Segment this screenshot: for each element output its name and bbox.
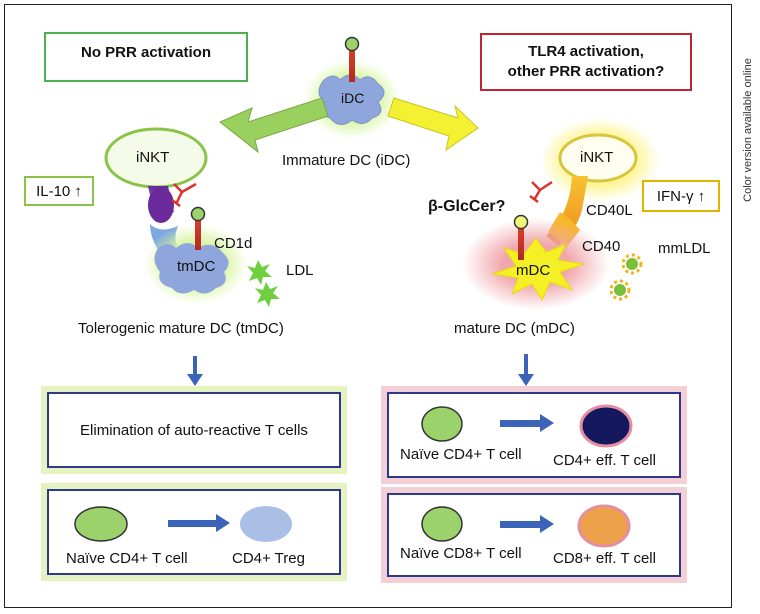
arrow-naive-to-cd8eff bbox=[500, 515, 554, 533]
cd1d-label: CD1d bbox=[214, 235, 253, 252]
naive-cd8-label: Naïve CD8+ T cell bbox=[400, 545, 522, 562]
treg-cell bbox=[240, 506, 292, 542]
cd40-label: CD40 bbox=[582, 238, 621, 255]
naive-cd4-label-right: Naïve CD4+ T cell bbox=[400, 446, 522, 463]
outcome-cd4-eff bbox=[387, 392, 681, 478]
idc-label: iDC bbox=[341, 90, 365, 106]
naive-cd8-cell bbox=[421, 506, 463, 542]
tmdc-caption: Tolerogenic mature DC (tmDC) bbox=[78, 320, 284, 337]
inkt-label-right: iNKT bbox=[580, 149, 614, 166]
down-arrow-left bbox=[187, 356, 203, 386]
treg-label: CD4+ Treg bbox=[232, 550, 305, 567]
outcome-treg bbox=[47, 489, 341, 575]
arrow-to-tolerogenic bbox=[219, 97, 329, 154]
naive-cd4-label-left: Naïve CD4+ T cell bbox=[66, 550, 188, 567]
cd4-eff-label: CD4+ eff. T cell bbox=[553, 452, 656, 469]
idc-cell bbox=[304, 36, 400, 139]
idc-caption: Immature DC (iDC) bbox=[282, 152, 411, 169]
arrow-to-mature bbox=[387, 97, 479, 152]
right-complex bbox=[462, 118, 660, 310]
cd4-effector-cell bbox=[579, 404, 633, 448]
naive-cd4-cell-right bbox=[421, 406, 463, 442]
mmldl-particle bbox=[621, 253, 643, 275]
cd8-effector-cell bbox=[577, 504, 631, 548]
header-no-prr: No PRR activation bbox=[44, 32, 248, 82]
naive-cd4-cell-left bbox=[74, 506, 128, 542]
cd8-eff-label: CD8+ eff. T cell bbox=[553, 550, 656, 567]
arrow-naive-to-cd4eff bbox=[500, 414, 554, 432]
glccer-label: β-GlcCer? bbox=[428, 198, 506, 215]
figure-frame bbox=[4, 4, 732, 608]
mdc-label: mDC bbox=[516, 262, 551, 279]
left-complex bbox=[104, 127, 280, 307]
header-tlr4: TLR4 activation, other PRR activation? bbox=[480, 33, 692, 91]
mdc-caption: mature DC (mDC) bbox=[454, 320, 575, 337]
cd40l-label: CD40L bbox=[586, 202, 633, 219]
ifng-badge: IFN-γ ↑ bbox=[642, 180, 720, 212]
outcome-elimination: Elimination of auto-reactive T cells bbox=[47, 392, 341, 468]
inkt-label-left: iNKT bbox=[136, 149, 170, 166]
outcome-cd8-eff bbox=[387, 493, 681, 577]
il10-badge: IL-10 ↑ bbox=[24, 176, 94, 206]
tmdc-label: tmDC bbox=[177, 258, 216, 275]
down-arrow-right bbox=[518, 354, 534, 386]
ldl-label: LDL bbox=[286, 262, 314, 279]
mmldl-label: mmLDL bbox=[658, 240, 711, 257]
arrow-naive-to-treg bbox=[168, 514, 230, 532]
mmldl-particle bbox=[609, 279, 631, 301]
